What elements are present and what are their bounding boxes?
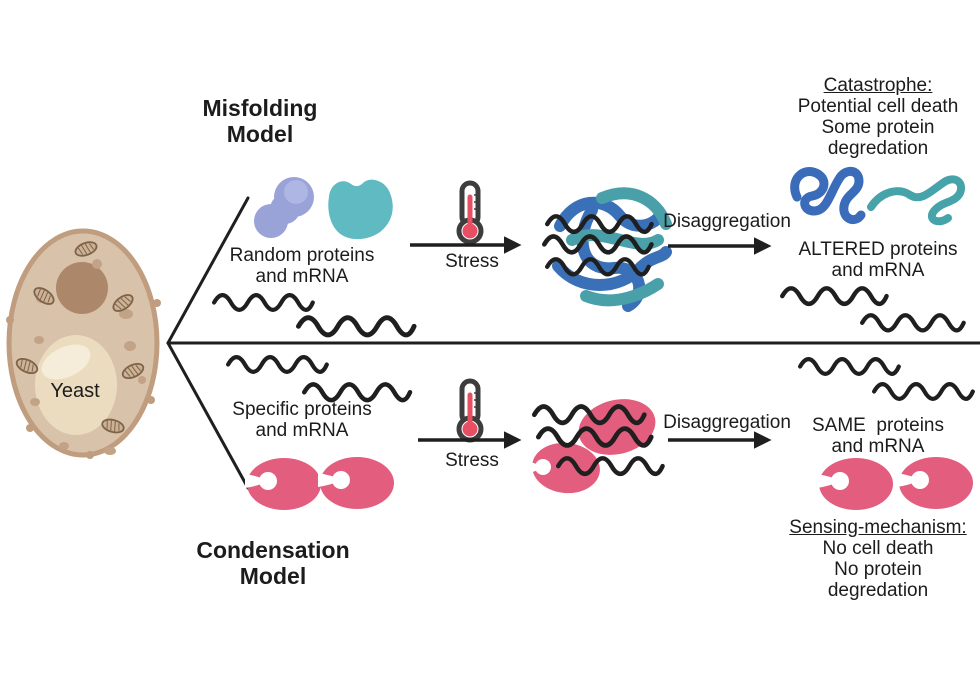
- same-proteins-label: SAME proteins and mRNA: [812, 415, 944, 457]
- stress-label-bottom: Stress: [445, 450, 499, 471]
- mrna-squiggle: [304, 384, 410, 400]
- thermometer-icon: [459, 183, 481, 242]
- mrna-squiggle: [228, 357, 327, 372]
- thermometer-icon: [459, 381, 481, 440]
- vacuole-highlight: [41, 344, 91, 380]
- altered-blue-protein: [790, 166, 866, 225]
- pink-protein-blob: [245, 458, 321, 510]
- protein-condensate: [528, 399, 663, 494]
- periwinkle-protein-blob: [254, 177, 314, 238]
- protein-aggregate-tangle: [544, 187, 672, 312]
- stress-label-top: Stress: [445, 251, 499, 272]
- mrna-squiggle: [862, 315, 964, 330]
- catastrophe-heading: Catastrophe:: [823, 75, 933, 96]
- altered-proteins-label: ALTERED proteins and mRNA: [798, 239, 958, 281]
- stress-step-top: [410, 183, 522, 254]
- random-proteins-label: Random proteins and mRNA: [229, 245, 375, 287]
- stress-step-bottom: [418, 381, 522, 449]
- pink-protein-blob: [817, 458, 893, 510]
- mrna-squiggle: [782, 288, 886, 304]
- yeast-label: Yeast: [50, 380, 100, 402]
- cytoplasm-spots: [30, 259, 146, 455]
- branch-lines: [166, 196, 980, 490]
- mrna-squiggle: [298, 318, 414, 335]
- nucleus: [56, 262, 108, 314]
- sensing-mechanism-body: No cell death No protein degredation: [822, 538, 934, 601]
- mrna-squiggle: [214, 295, 313, 310]
- teal-protein-blob: [328, 179, 393, 240]
- disaggregation-label-top: Disaggregation: [663, 211, 791, 232]
- disaggregation-label-bottom: Disaggregation: [663, 412, 791, 433]
- mrna-squiggle: [874, 384, 973, 399]
- catastrophe-body: Potential cell death Some protein degred…: [797, 96, 959, 159]
- pink-protein-blob: [318, 457, 394, 509]
- misfolding-model-title: Misfolding Model: [202, 95, 318, 147]
- pink-protein-blob: [897, 457, 973, 509]
- altered-teal-protein: [867, 175, 965, 226]
- condensation-model-title: Condensation Model: [196, 537, 350, 589]
- sensing-mechanism-heading: Sensing-mechanism:: [789, 517, 967, 538]
- mrna-squiggle: [800, 359, 899, 374]
- yeast-cell-illustration: [6, 228, 161, 459]
- membrane-bumps: [6, 299, 161, 459]
- specific-proteins-label: Specific proteins and mRNA: [232, 399, 372, 441]
